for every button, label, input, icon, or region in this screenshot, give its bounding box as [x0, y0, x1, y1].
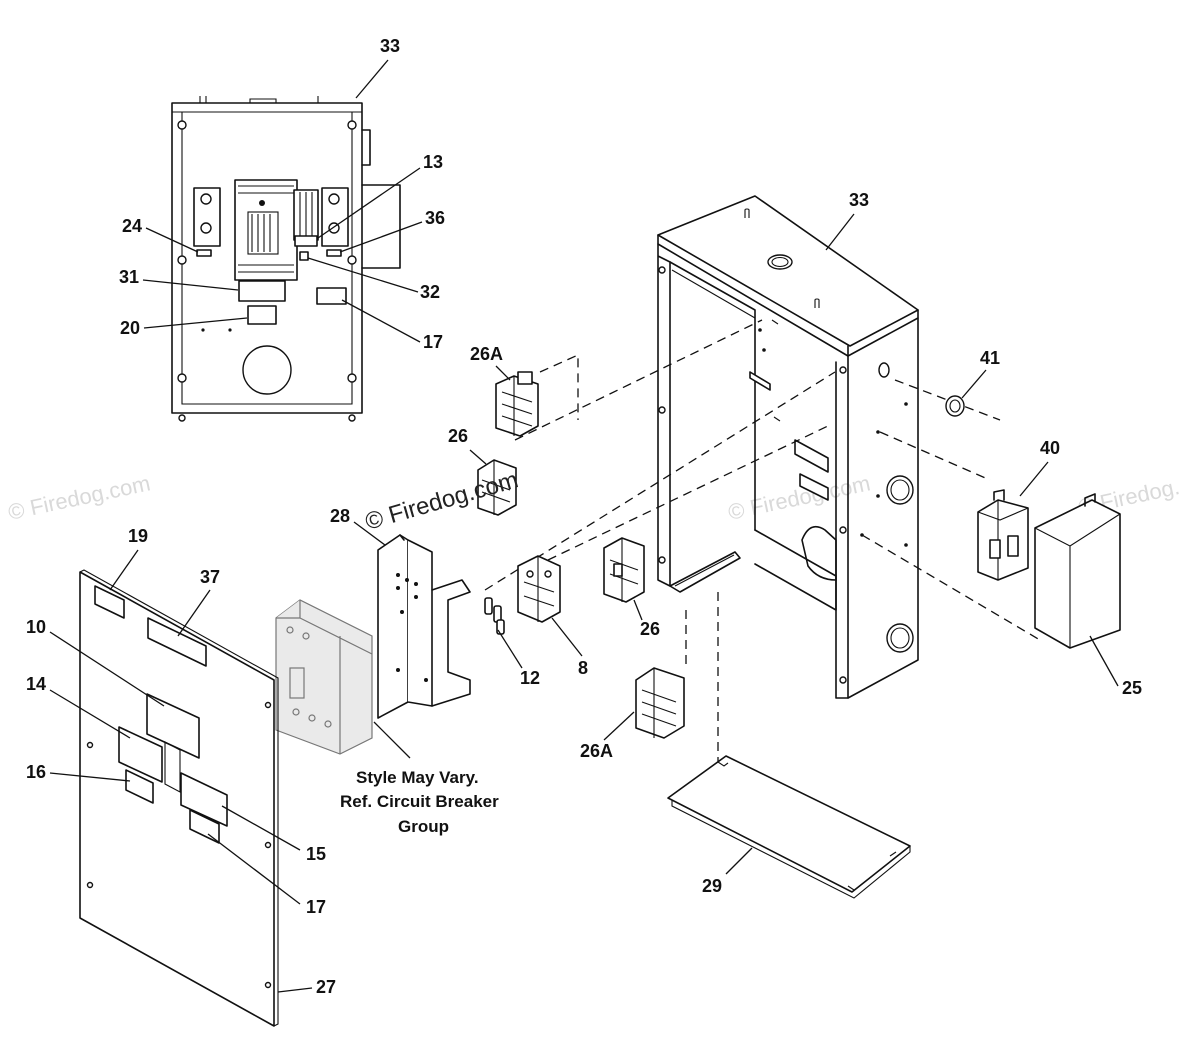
- breaker-note-line3: Group: [398, 817, 449, 836]
- callout-c29: 29: [702, 876, 722, 896]
- callout-c14: 14: [26, 674, 46, 694]
- part-41-plug: 41: [945, 348, 1000, 417]
- door-callouts: 19 37 10 14 16 15 17 27: [26, 526, 336, 997]
- callout-c31: 31: [119, 267, 139, 287]
- callout-c12: 12: [520, 668, 540, 688]
- callout-c40: 40: [1040, 438, 1060, 458]
- part-26-right: 26: [603, 537, 660, 639]
- part-40-relay: 40: [977, 438, 1060, 581]
- callout-c20: 20: [120, 318, 140, 338]
- assembled-panel-view: [171, 96, 401, 422]
- enclosure-callout: 33: [825, 190, 869, 251]
- callout-c26-right: 26: [640, 619, 660, 639]
- label-10: [146, 693, 200, 759]
- part-29-bottom-plate: 29: [667, 755, 911, 899]
- callout-c15: 15: [306, 844, 326, 864]
- label-14: [118, 726, 163, 783]
- part-28-bracket: 28: [330, 506, 471, 719]
- part-26A-top: 26A: [470, 344, 539, 437]
- callout-c26-left: 26: [448, 426, 468, 446]
- part-8-fuse-block: 8: [517, 555, 588, 678]
- callout-c24: 24: [122, 216, 142, 236]
- part-26-left: 26: [448, 426, 517, 516]
- label-16: [125, 769, 154, 804]
- callout-c26a-top: 26A: [470, 344, 503, 364]
- callout-c36: 36: [425, 208, 445, 228]
- callout-c10: 10: [26, 617, 46, 637]
- part-25-box: 25: [1034, 493, 1142, 698]
- callout-c13: 13: [423, 152, 443, 172]
- label-37: [147, 617, 207, 667]
- callout-c25: 25: [1122, 678, 1142, 698]
- callout-c27: 27: [316, 977, 336, 997]
- breaker-note-line2: Ref. Circuit Breaker: [340, 792, 499, 811]
- callout-c16: 16: [26, 762, 46, 782]
- callout-c26a-bottom: 26A: [580, 741, 613, 761]
- part-27-door-panel: [79, 569, 279, 1027]
- svg-text:© Firedog.com: © Firedog.com: [6, 470, 153, 525]
- assembly-dashed-lines: [484, 319, 1041, 770]
- part-26A-bottom: 26A: [580, 667, 685, 761]
- enclosure-33: [657, 195, 919, 699]
- circuit-breaker-reference: Style May Vary. Ref. Circuit Breaker Gro…: [275, 599, 499, 836]
- label-15: [180, 772, 228, 827]
- callout-c32: 32: [420, 282, 440, 302]
- top-view-callouts: 33 13 24 36 31 32 20 17: [119, 36, 445, 352]
- callout-c19: 19: [128, 526, 148, 546]
- callout-c8: 8: [578, 658, 588, 678]
- callout-c37: 37: [200, 567, 220, 587]
- svg-text:© Firedog.com: © Firedog.com: [726, 470, 873, 525]
- callout-c33-top: 33: [380, 36, 400, 56]
- part-12-fuses: 12: [484, 597, 540, 688]
- callout-c17-top: 17: [423, 332, 443, 352]
- label-19: [94, 585, 125, 619]
- callout-c33-enclosure: 33: [849, 190, 869, 210]
- callout-c28: 28: [330, 506, 350, 526]
- callout-c17-bottom: 17: [306, 897, 326, 917]
- callout-c41: 41: [980, 348, 1000, 368]
- breaker-note-line1: Style May Vary.: [356, 768, 479, 787]
